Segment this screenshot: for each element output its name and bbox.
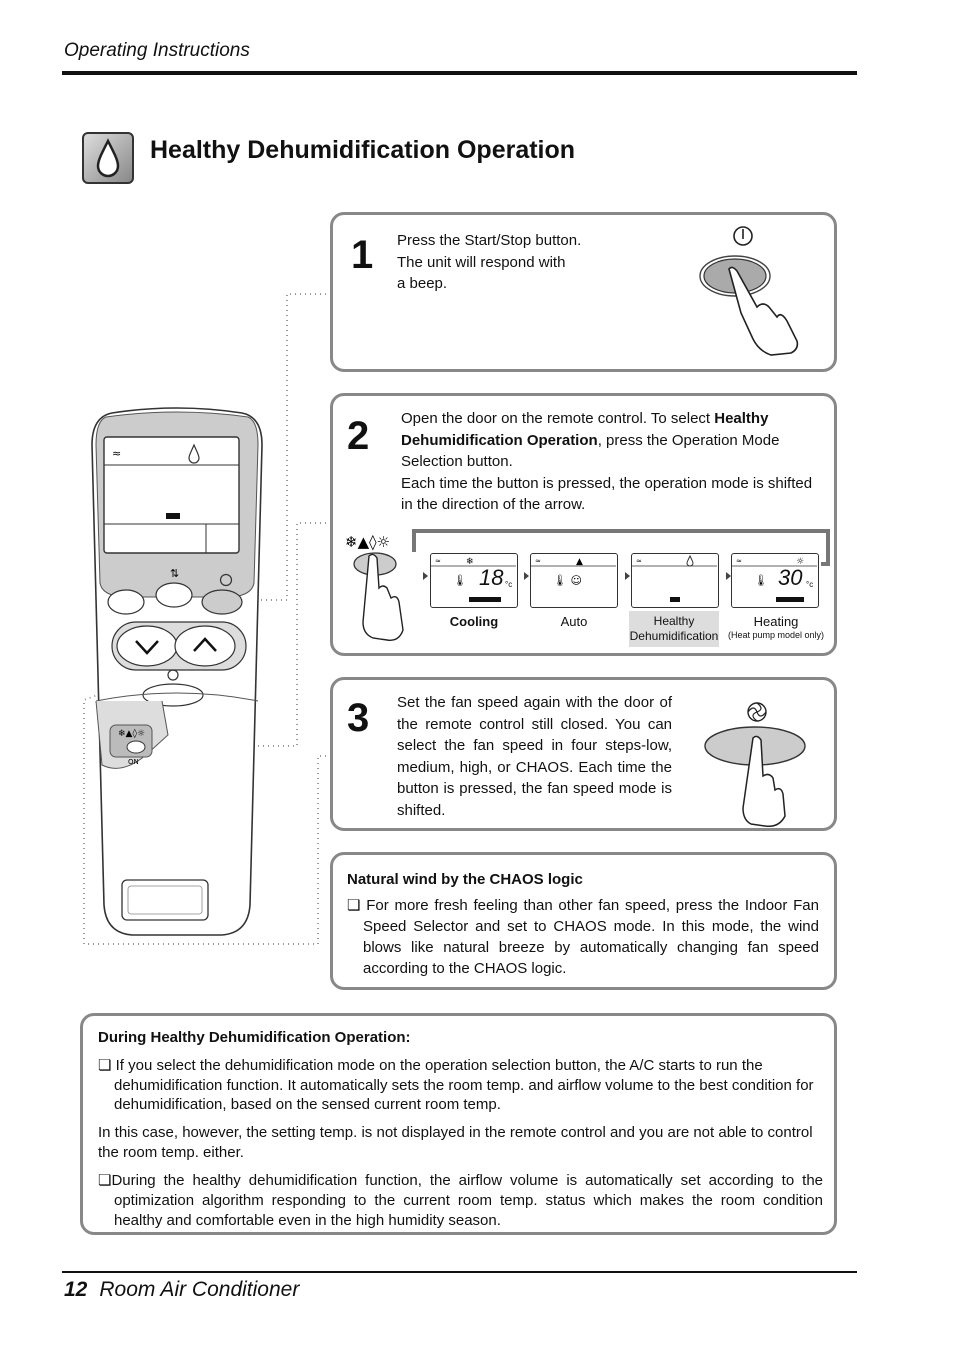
footer-title: Room Air Conditioner — [99, 1278, 300, 1301]
page-number: 12 — [64, 1278, 88, 1301]
lcd-heating-temp: 30 — [778, 565, 803, 590]
header-rule — [62, 71, 857, 75]
mode-label-heating-sub: (Heat pump model only) — [727, 630, 825, 640]
step-1-line-2: The unit will respond with — [397, 253, 566, 271]
svg-text:🌡: 🌡 — [453, 574, 467, 587]
mode-label-cooling: Cooling — [449, 614, 499, 629]
svg-text:≈: ≈ — [636, 557, 642, 565]
chaos-text: ❏ For more fresh feeling than other fan … — [347, 897, 819, 977]
svg-text:❄▲◊☼: ❄▲◊☼ — [118, 728, 145, 739]
remote-control: ≈ ⇅ ❄▲◊☼ ON — [91, 407, 263, 936]
mode-label-healthy: Healthy — [653, 614, 695, 628]
svg-text:☼: ☼ — [796, 557, 804, 567]
step-2-number: 2 — [347, 414, 370, 458]
lcd-heating: ≈ ☼ 🌡 30 °c — [731, 553, 819, 608]
step-2-bold-mode: Healthy Dehumidification Operation — [401, 410, 769, 449]
lcd-auto: ≈ ▲ 🌡 ☺ — [530, 553, 618, 608]
svg-text:🌡 ☺: 🌡 ☺ — [553, 574, 582, 587]
svg-text:≈: ≈ — [535, 557, 541, 565]
mode-sequence-illustration: ❄▲◊☼ — [345, 529, 830, 641]
during-bullet-1: ❏ If you select the dehumidification mod… — [98, 1057, 814, 1113]
during-paragraph: In this case, however, the setting temp.… — [98, 1124, 813, 1161]
remote-on-label: ON — [128, 758, 139, 766]
svg-text:❄: ❄ — [466, 557, 474, 567]
svg-text:≈: ≈ — [736, 557, 742, 565]
lcd-cooling: ≈ ❄ 🌡 18 °c — [430, 553, 518, 608]
step-3-number: 3 — [347, 696, 370, 740]
page-footer: 12 Room Air Conditioner — [64, 1278, 299, 1302]
section-header: Operating Instructions — [64, 40, 250, 61]
step-1-number: 1 — [351, 233, 374, 277]
svg-text:❄▲◊☼: ❄▲◊☼ — [345, 533, 390, 551]
lcd-heating-unit: °c — [806, 580, 814, 589]
mode-label-healthy-sub: Dehumidification — [629, 629, 719, 643]
page-title: Healthy Dehumidification Operation — [150, 136, 576, 164]
lcd-cooling-unit: °c — [505, 580, 513, 589]
step-2-text-1: Open the door on the remote control. To … — [401, 410, 715, 427]
svg-text:▲: ▲ — [576, 557, 583, 567]
step-2-box: 2 Open the door on the remote control. T… — [330, 393, 837, 656]
chaos-box: Natural wind by the CHAOS logic ❏ For mo… — [330, 852, 837, 990]
lcd-healthy-dehumidification: ≈ — [631, 553, 719, 608]
during-box: During Healthy Dehumidification Operatio… — [80, 1013, 837, 1235]
step-2-text-2: , press the Operation Mode Selection but… — [401, 431, 780, 471]
svg-text:🌡: 🌡 — [754, 574, 768, 587]
footer-rule — [62, 1271, 857, 1273]
fan-speed-button-illustration — [704, 702, 806, 827]
step-1-line-1: Press the Start/Stop button. — [397, 232, 582, 249]
svg-text:≈: ≈ — [112, 447, 121, 460]
lcd-cooling-temp: 18 — [479, 565, 504, 590]
water-drop-icon — [82, 132, 134, 184]
step-3-box: 3 Set the fan speed again with the door … — [330, 677, 837, 831]
step-3-text: Set the fan speed again with the door of… — [397, 694, 672, 819]
step-2-text-3: Each time the button is pressed, the ope… — [401, 474, 813, 514]
step-1-line-3: a beep. — [397, 275, 448, 292]
svg-text:⇅: ⇅ — [170, 567, 179, 580]
mode-label-healthy-highlight: Healthy Dehumidification — [629, 611, 719, 647]
mode-label-heating: Heating — [753, 614, 799, 629]
chaos-heading: Natural wind by the CHAOS logic — [347, 871, 583, 888]
start-stop-button-illustration — [699, 226, 799, 356]
svg-text:≈: ≈ — [435, 557, 441, 565]
during-heading: During Healthy Dehumidification Operatio… — [98, 1029, 411, 1046]
mode-label-auto: Auto — [560, 614, 588, 629]
step-1-box: 1 Press the Start/Stop button. The unit … — [330, 212, 837, 372]
during-bullet-2: ❏During the healthy dehumidification fun… — [98, 1172, 823, 1229]
